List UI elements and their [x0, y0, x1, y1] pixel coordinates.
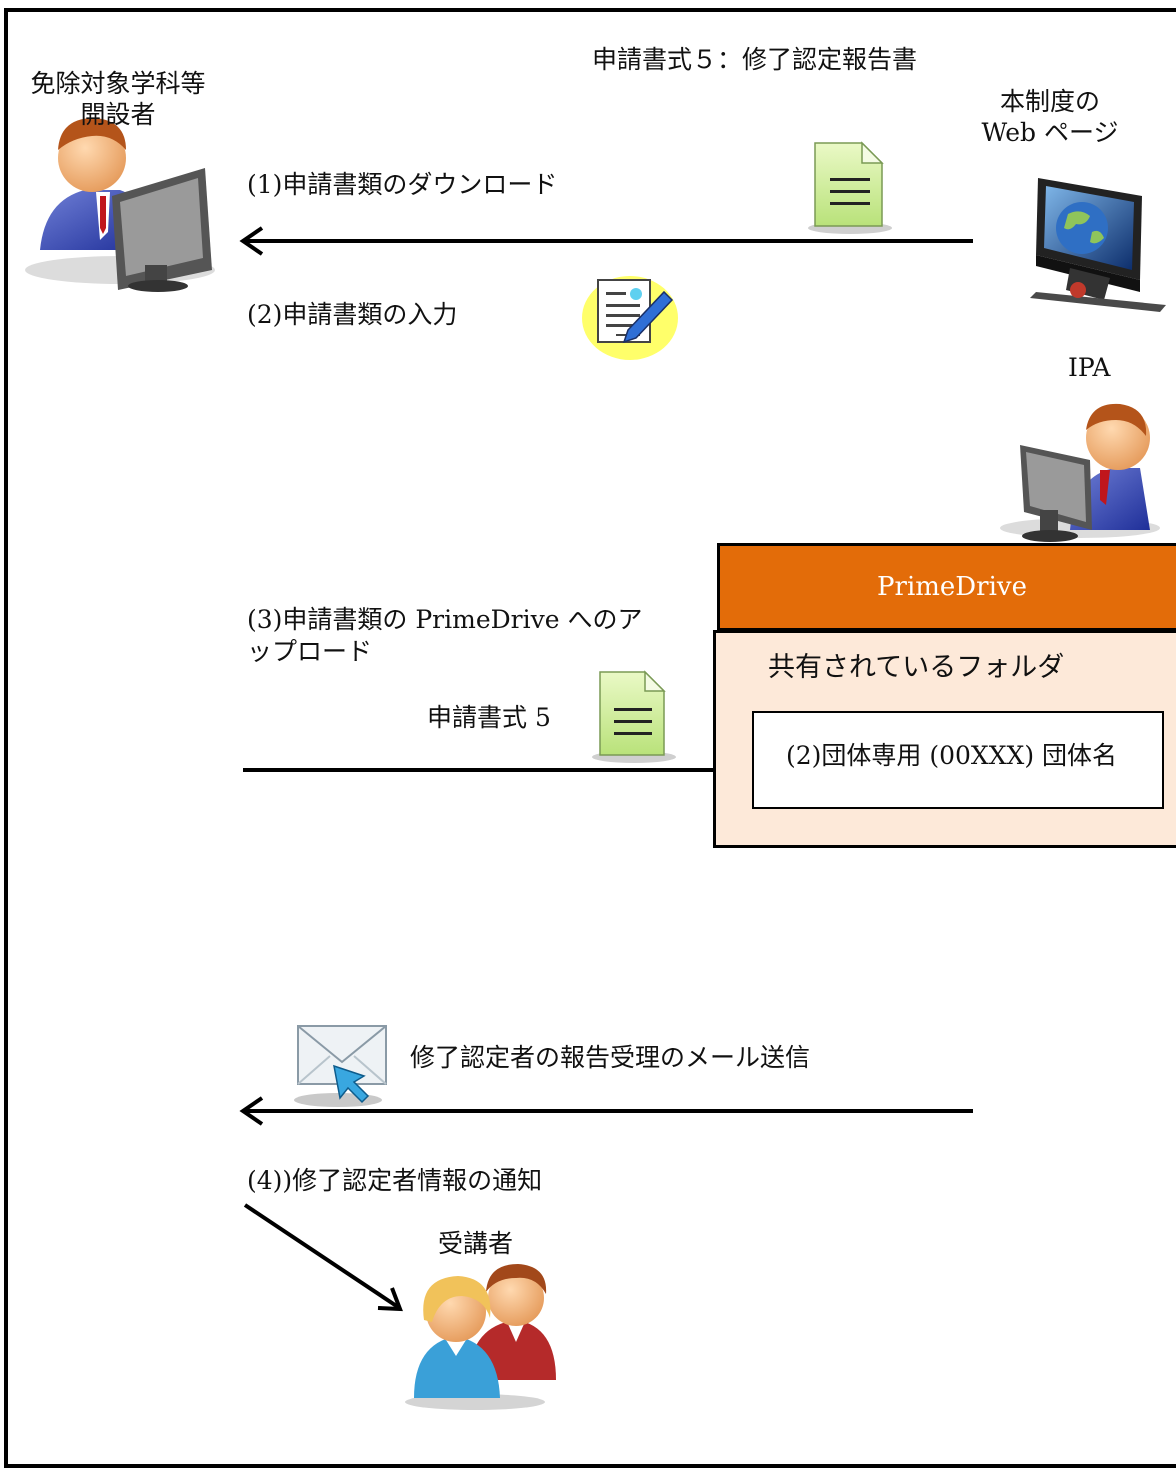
step3-upload-label: (3)申請書類の PrimeDrive へのア ップロード: [247, 605, 643, 666]
group-folder[interactable]: (2)団体専用 (00XXX) 団体名: [752, 711, 1164, 809]
step4-notify-label: (4))修了認定者情報の通知: [247, 1166, 543, 1195]
mail-send-label: 修了認定者の報告受理のメール送信: [410, 1043, 811, 1072]
notify-arrow: [243, 1203, 403, 1312]
step2-input-label: (2)申請書類の入力: [247, 300, 458, 329]
applicant-computer-icon: [25, 118, 215, 292]
students-icon: [405, 1264, 556, 1410]
shared-folder-label: 共有されているフォルダ: [768, 652, 1065, 683]
step1-download-label: (1)申請書類のダウンロード: [247, 170, 558, 199]
mail-envelope-icon: [294, 1025, 387, 1107]
form5-label: 申請書式 5: [427, 703, 551, 732]
document-edit-icon: [582, 276, 678, 360]
applicant-label: 免除対象学科等 開設者: [30, 69, 206, 129]
shared-folder-panel: 共有されているフォルダ (2)団体専用 (00XXX) 団体名: [713, 630, 1176, 848]
ipa-staff-computer-icon: [1000, 403, 1160, 542]
diagram-title: 申請書式５：修了認定報告書: [592, 45, 918, 74]
web-page-label: 本制度の Web ページ: [981, 87, 1119, 147]
primedrive-header: PrimeDrive: [717, 543, 1176, 631]
mail-arrow: [239, 1096, 973, 1126]
web-page-monitor-icon: [1030, 178, 1166, 312]
document-icon: [592, 670, 676, 763]
download-arrow: [239, 226, 973, 256]
students-label: 受講者: [438, 1229, 514, 1258]
document-icon: [808, 141, 892, 234]
ipa-label: IPA: [1068, 353, 1111, 382]
